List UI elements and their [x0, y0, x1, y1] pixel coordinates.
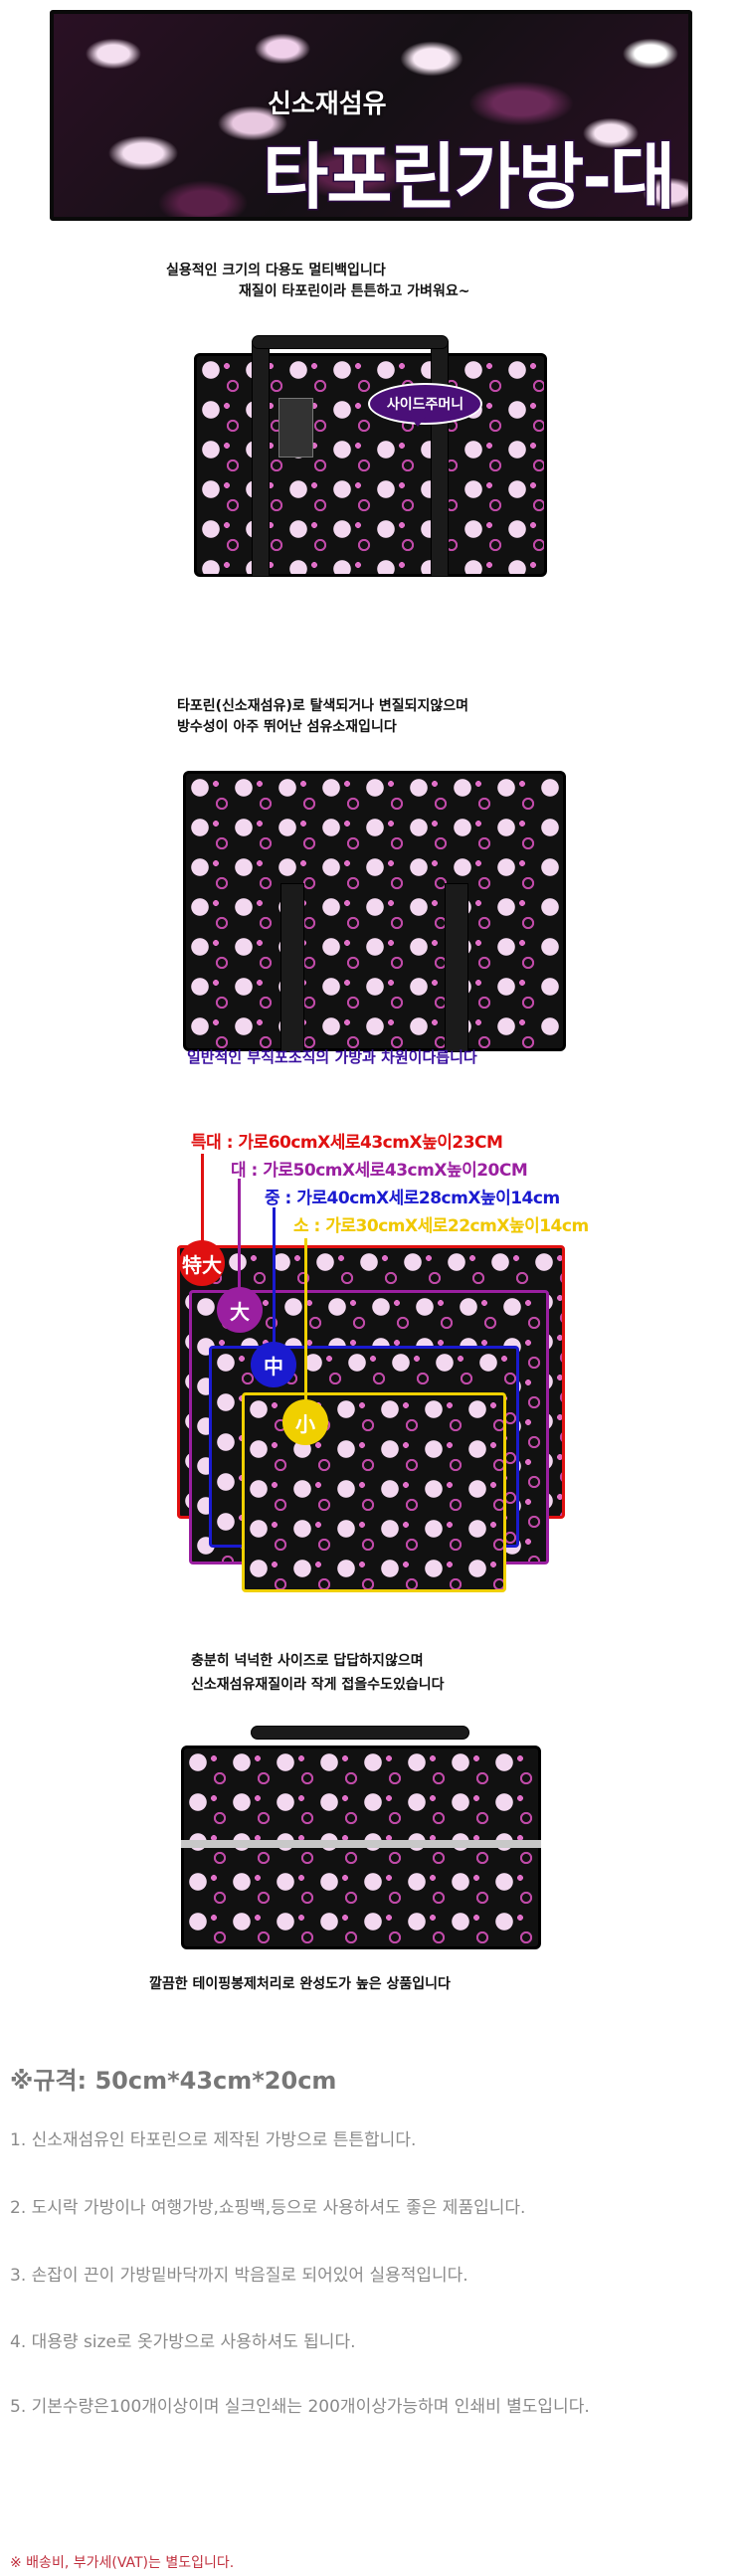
bag-strap: [431, 341, 449, 577]
image2-caption: 일반적인 부직포조직의 가방과 차원이다릅니다: [187, 1048, 477, 1066]
material-line-1: 타포린(신소재섬유)로 탈색되거나 변질되지않으며: [177, 698, 469, 714]
spec-item: 1. 신소재섬유인 타포린으로 제작된 가방으로 튼튼합니다.: [10, 2130, 417, 2150]
bag-handle: [251, 1726, 469, 1740]
spec-title: ※규격: 50cm*43cm*20cm: [10, 2067, 337, 2095]
bag-strap: [280, 883, 304, 1052]
badge-xl: 特大: [179, 1240, 225, 1286]
bag-body: [194, 353, 547, 577]
bag-strap: [445, 883, 468, 1052]
arrow-l: [238, 1179, 241, 1308]
size-label-xl: 특대 : 가로60cmX세로43cmX높이23CM: [191, 1133, 503, 1153]
intro-line-2: 재질이 타포린이라 튼튼하고 가벼워요~: [239, 283, 470, 299]
fold-line-2: 신소재섬유재질이라 작게 접을수도있습니다: [191, 1677, 445, 1693]
product-image-front: [194, 335, 547, 577]
side-pocket-bubble: 사이드주머니: [368, 383, 482, 427]
spec-item: 4. 대용량 size로 옷가방으로 사용하셔도 됩니다.: [10, 2332, 356, 2352]
image3-caption: 깔끔한 테이핑봉제처리로 완성도가 높은 상품입니다: [149, 1976, 451, 1992]
size-label-m: 중 : 가로40cmX세로28cmX높이14cm: [265, 1189, 560, 1208]
badge-m: 中: [251, 1342, 296, 1387]
product-image-flat: [183, 771, 566, 1052]
bag-handle: [252, 335, 449, 349]
fold-line-1: 충분히 넉넉한 사이즈로 답답하지않으며: [191, 1653, 424, 1669]
spec-item: 2. 도시락 가방이나 여행가방,쇼핑백,등으로 사용하셔도 좋은 제품입니다.: [10, 2198, 526, 2218]
title-banner: 신소재섬유 타포린가방-대: [50, 10, 692, 221]
bag-tag: [278, 398, 313, 458]
bag-strap: [252, 341, 270, 577]
badge-s: 小: [282, 1399, 328, 1445]
spec-item: 5. 기본수량은100개이상이며 실크인쇄는 200개이상가능하며 인쇄비 별도…: [10, 2397, 590, 2417]
size-label-s: 소 : 가로30cmX세로22cmX높이14cm: [293, 1216, 589, 1236]
intro-line-1: 실용적인 크기의 다용도 멀티백입니다: [166, 263, 386, 278]
size-frame-s: [242, 1392, 506, 1592]
footer-note: ※ 배송비, 부가세(VAT)는 별도입니다.: [10, 2555, 235, 2571]
banner-subtitle: 신소재섬유: [268, 90, 387, 119]
badge-l: 大: [217, 1287, 263, 1333]
banner-title: 타포린가방-대: [261, 134, 676, 219]
size-comparison: 特大 大 中 小 특대 : 가로60cmX세로43cmX높이23CM 대 : 가…: [0, 1124, 741, 1601]
material-line-2: 방수성이 아주 뛰어난 섬유소재입니다: [177, 719, 397, 735]
product-image-side: [181, 1726, 541, 1949]
arrow-m: [273, 1207, 276, 1367]
bag-zipper: [181, 1840, 541, 1848]
arrow-xl: [201, 1154, 204, 1263]
arrow-s: [304, 1238, 307, 1422]
spec-item: 3. 손잡이 끈이 가방밑바닥까지 박음질로 되어있어 실용적입니다.: [10, 2266, 468, 2286]
size-label-l: 대 : 가로50cmX세로43cmX높이20CM: [231, 1161, 528, 1181]
